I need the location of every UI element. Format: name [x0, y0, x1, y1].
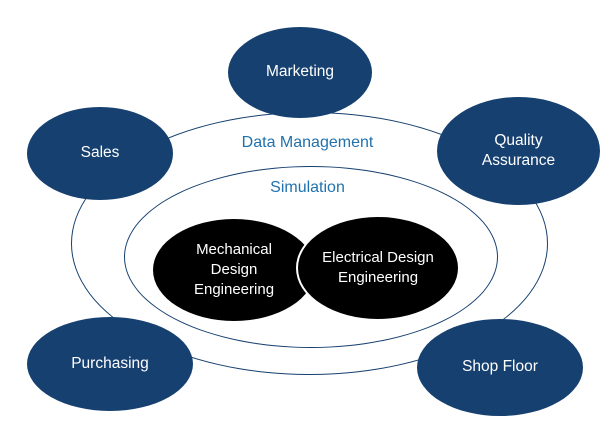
satellite-marketing: Marketing — [228, 27, 372, 118]
core-ellipse-mechanical-design-engineering: Mechanical Design Engineering — [151, 217, 317, 323]
ring-label-simulation: Simulation — [270, 179, 345, 196]
satellite-shop-floor: Shop Floor — [417, 319, 583, 416]
satellite-label-purchasing: Purchasing — [71, 354, 149, 372]
satellite-label-sales: Sales — [80, 144, 120, 162]
ring-label-data-management: Data Management — [241, 134, 374, 151]
ring-simulation — [124, 166, 498, 348]
satellite-purchasing: Purchasing — [27, 317, 193, 411]
satellite-label-marketing: Marketing — [265, 63, 335, 81]
core-label-electrical-design-engineering: Electrical Design Engineering — [322, 248, 434, 286]
satellite-quality-assurance: Quality Assurance — [437, 97, 600, 205]
core-label-mechanical-design-engineering: Mechanical Design Engineering — [193, 240, 275, 299]
core-ellipse-electrical-design-engineering: Electrical Design Engineering — [296, 215, 460, 321]
satellite-label-shop-floor: Shop Floor — [462, 358, 538, 376]
satellite-sales: Sales — [27, 107, 173, 200]
satellite-label-quality-assurance: Quality Assurance — [481, 131, 556, 169]
